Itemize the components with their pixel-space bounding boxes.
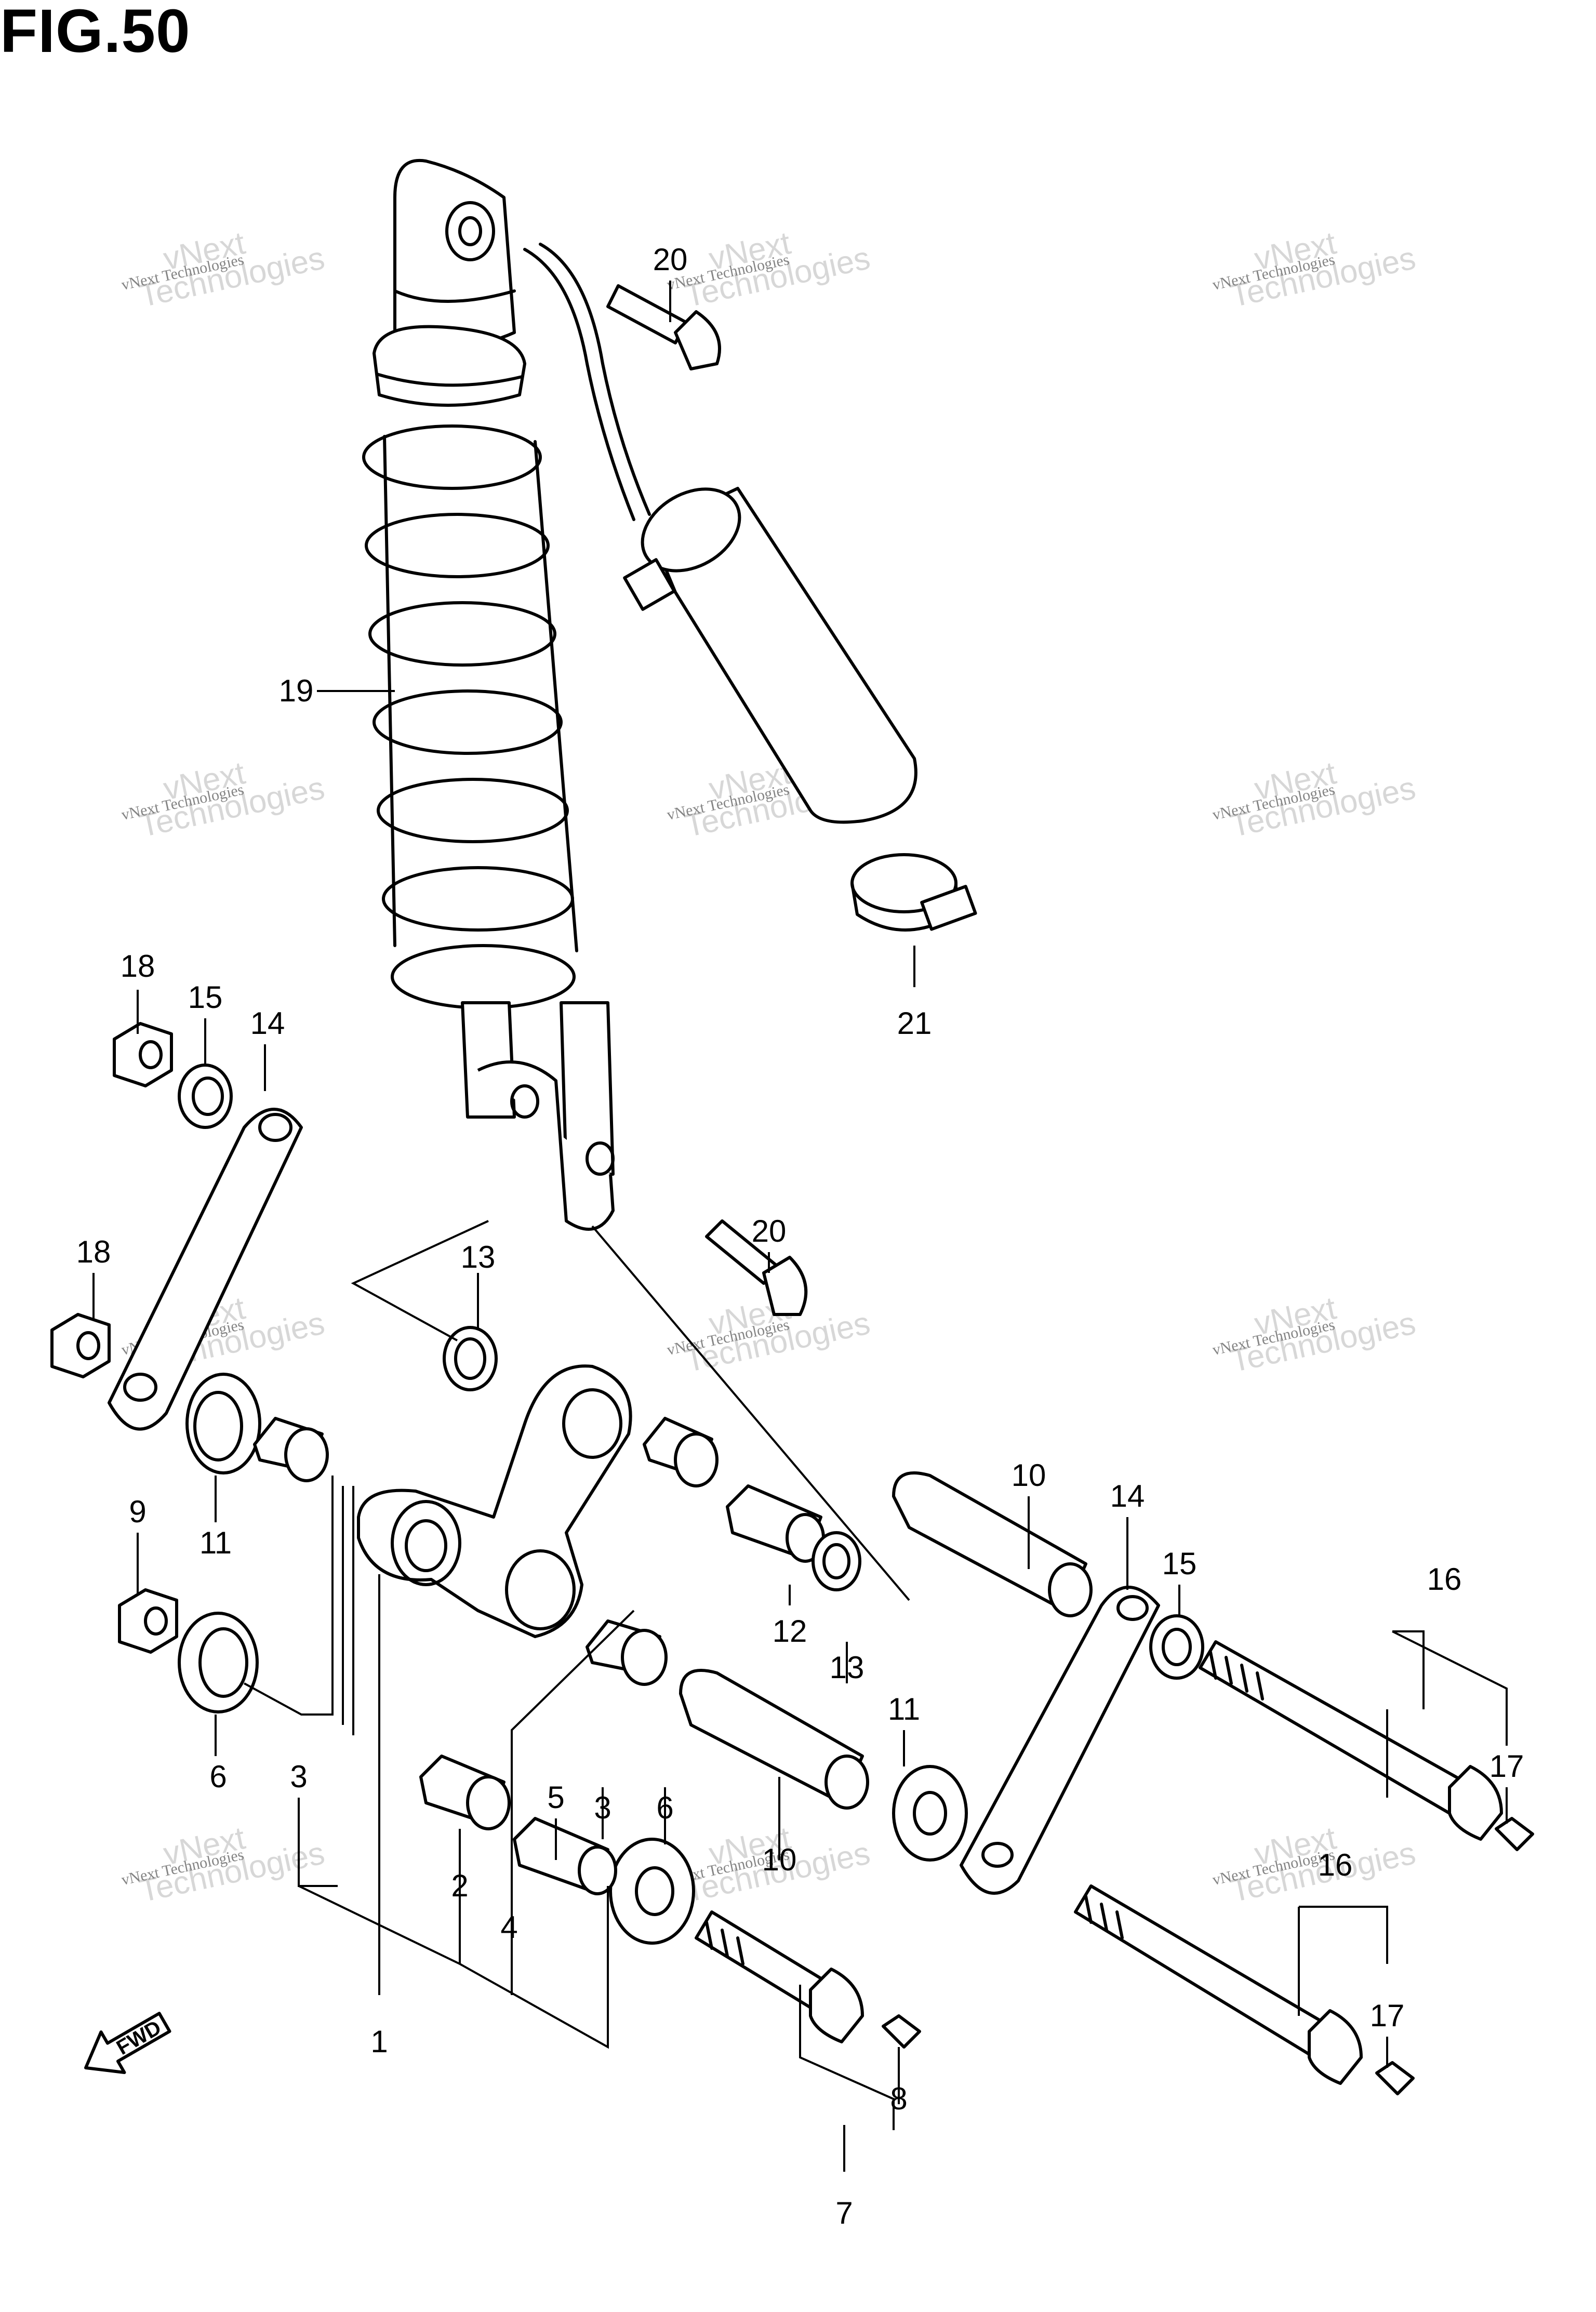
spacer-5 (513, 1817, 617, 1895)
spacer-2 (419, 1755, 511, 1830)
callout-2: 2 (451, 1868, 468, 1903)
watermark: vNext Technologies vNext Technologies (1211, 755, 1419, 844)
shock-lower-bolt (705, 1219, 808, 1316)
spacer-10-upper (892, 1471, 1093, 1617)
bearing-3-right (643, 1417, 719, 1487)
watermark: vNext Technologies vNext Technologies (666, 225, 873, 314)
callout-15-right: 15 (1162, 1546, 1197, 1581)
washer-15-right (1149, 1614, 1204, 1680)
spacer-13-upper (443, 1326, 498, 1391)
nut-18-lower (50, 1313, 111, 1378)
shock-spring (362, 424, 578, 1009)
cushion-rod-right (960, 1586, 1160, 1895)
callout-9: 9 (129, 1494, 146, 1529)
bolt-16-upper (1199, 1640, 1503, 1841)
fwd-label: FWD (113, 2016, 165, 2059)
oil-seal-11-right (892, 1765, 968, 1862)
watermark: vNext Technologies vNext Technologies (1211, 1820, 1419, 1909)
nut-18-top (113, 1022, 173, 1087)
callout-5: 5 (547, 1780, 564, 1815)
callout-16-upper: 16 (1427, 1562, 1462, 1597)
callout-10-upper: 10 (1012, 1458, 1046, 1493)
callout-15-left: 15 (188, 980, 223, 1015)
watermark: vNext Technologies vNext Technologies (120, 225, 328, 314)
leader-lines (92, 281, 1508, 2172)
oil-seal-6-right (609, 1838, 695, 1945)
grease-nipple-17-upper (1495, 1817, 1534, 1851)
callout-17-upper: 17 (1489, 1749, 1524, 1784)
cushion-rod-left (108, 1108, 303, 1431)
figure-title: FIG.50 (0, 0, 191, 65)
callout-21: 21 (897, 1006, 932, 1041)
rear-shock-absorber (362, 158, 917, 1231)
spacer-12 (726, 1484, 825, 1563)
callout-11-right: 11 (888, 1692, 920, 1726)
callout-6-left: 6 (209, 1759, 227, 1794)
spacer-13-right (812, 1531, 861, 1591)
shock-top-bolt (606, 284, 721, 370)
watermark: vNext Technologies vNext Technologies (1211, 1290, 1419, 1379)
bearing-3-lower (586, 1619, 668, 1686)
callout-14-left: 14 (250, 1006, 285, 1041)
callout-17-lower: 17 (1370, 1998, 1405, 2033)
callout-16-lower: 16 (1318, 1848, 1353, 1882)
callout-20-top: 20 (653, 242, 688, 277)
bearing-3-left (253, 1417, 329, 1482)
callout-18-lower: 18 (76, 1234, 111, 1269)
callout-11-left: 11 (200, 1525, 232, 1560)
washer-15-left (178, 1064, 233, 1129)
oil-seal-11-left (185, 1373, 261, 1474)
callout-7: 7 (835, 2196, 853, 2230)
callout-12: 12 (773, 1614, 807, 1649)
watermark: vNext Technologies vNext Technologies (120, 755, 328, 844)
callout-4: 4 (500, 1910, 517, 1945)
cushion-lever (357, 1364, 632, 1638)
nut-9 (118, 1588, 178, 1654)
bolt-7 (695, 1910, 864, 2043)
reservoir-band-clamp (850, 853, 977, 932)
callout-3-lower: 3 (594, 1790, 611, 1825)
callout-labels: 20 19 21 18 15 14 18 13 20 9 11 6 3 10 1… (76, 242, 1524, 2230)
oil-seal-6-left (178, 1612, 259, 1713)
callout-6-right: 6 (656, 1790, 673, 1825)
callout-10-lower: 10 (762, 1842, 797, 1877)
callout-13-right: 13 (830, 1650, 864, 1685)
callout-19: 19 (279, 673, 314, 708)
fwd-arrow: FWD (84, 2012, 171, 2074)
bolt-16-lower (1074, 1884, 1363, 2085)
callout-8: 8 (890, 2081, 907, 2116)
callout-1: 1 (370, 2024, 388, 2059)
grease-nipple-17-lower (1375, 2061, 1415, 2095)
callout-20-lower: 20 (752, 1214, 787, 1248)
spacer-10-lower (679, 1669, 869, 1810)
callout-14-right: 14 (1110, 1479, 1145, 1513)
callout-18-top: 18 (121, 949, 155, 984)
grease-nipple-8 (882, 2014, 921, 2049)
watermark: vNext Technologies vNext Technologies (120, 1820, 328, 1909)
watermark: vNext Technologies vNext Technologies (1211, 225, 1419, 314)
callout-13-upper: 13 (461, 1240, 496, 1274)
callout-3-left: 3 (290, 1759, 307, 1794)
